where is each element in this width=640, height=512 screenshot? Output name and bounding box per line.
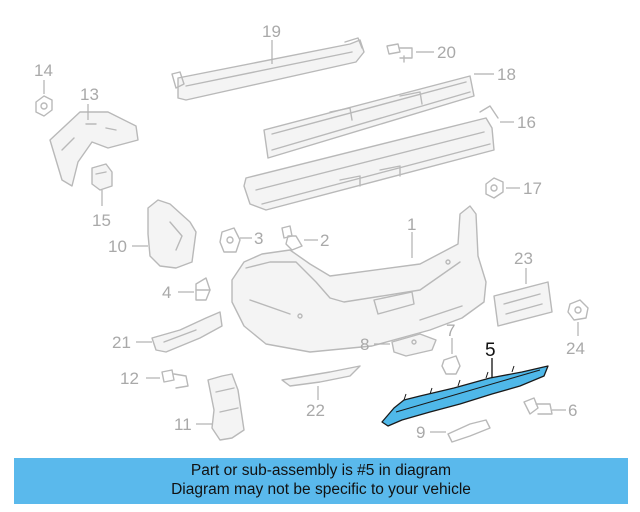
part-4-bracket (195, 277, 211, 301)
parts-diagram: 19 20 18 16 17 14 13 (34, 22, 589, 443)
callout-5: 5 (485, 340, 496, 361)
part-13-side-bracket (49, 111, 139, 187)
callout-21: 21 (112, 333, 131, 352)
part-23-license-bracket (493, 281, 553, 327)
callout-1: 1 (407, 215, 416, 234)
part-14-nut (35, 95, 53, 117)
callout-6: 6 (568, 401, 577, 420)
callout-17: 17 (523, 179, 542, 198)
callout-14: 14 (34, 61, 53, 80)
banner-line-2: Diagram may not be specific to your vehi… (171, 481, 471, 498)
callout-20: 20 (437, 43, 456, 62)
callout-12: 12 (120, 369, 139, 388)
part-2-bolt (281, 225, 303, 251)
callout-3: 3 (254, 229, 263, 248)
part-19-reinforcement-bar (171, 37, 365, 101)
callout-13: 13 (80, 85, 99, 104)
callout-24: 24 (566, 339, 585, 358)
part-18-energy-absorber (263, 75, 475, 159)
callout-7: 7 (446, 321, 455, 340)
part-6-bolt (523, 397, 553, 415)
part-8-bracket (391, 333, 437, 357)
callout-2: 2 (320, 231, 329, 250)
part-7-clip (441, 355, 461, 375)
part-20-bolt (386, 43, 413, 63)
callout-11: 11 (174, 415, 192, 434)
part-9-clip-strip (447, 419, 491, 443)
part-16-lower-bracket (243, 105, 499, 211)
info-banner: Part or sub-assembly is #5 in diagram Di… (14, 458, 628, 504)
callout-16: 16 (517, 113, 536, 132)
callout-22: 22 (306, 401, 325, 420)
callout-8: 8 (360, 335, 369, 354)
callout-19: 19 (262, 22, 281, 41)
part-15-clip (91, 163, 113, 191)
callout-23: 23 (514, 249, 533, 268)
part-10-mud-flap (147, 199, 197, 269)
callout-15: 15 (92, 211, 111, 230)
callout-18: 18 (497, 65, 516, 84)
callout-9: 9 (416, 423, 425, 442)
part-17-nut (485, 177, 504, 199)
part-1-bumper-cover (231, 205, 487, 353)
callout-10: 10 (108, 237, 127, 256)
part-12-bolt (161, 369, 189, 389)
callout-4: 4 (162, 283, 171, 302)
banner-line-1: Part or sub-assembly is #5 in diagram (190, 462, 452, 479)
part-5-lower-trim-highlighted (381, 365, 549, 427)
part-22-reflector (281, 365, 361, 387)
part-21-side-bracket (151, 311, 223, 353)
part-3-retainer (219, 227, 241, 253)
part-11-lower-bracket (207, 373, 245, 441)
part-24-sensor (567, 299, 589, 321)
